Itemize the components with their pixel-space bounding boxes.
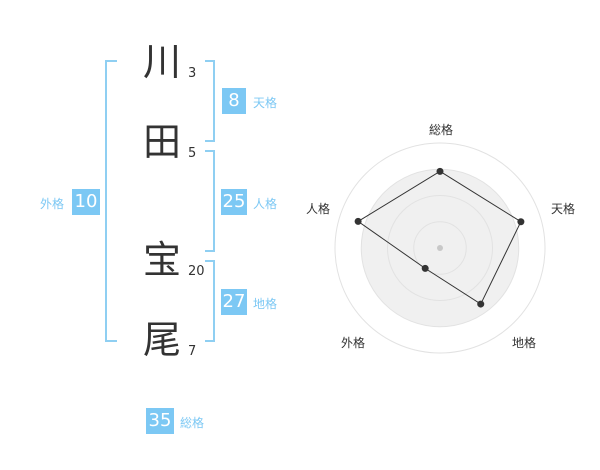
radar-point-5: [354, 217, 362, 225]
soukaku-value-badge: 35: [146, 408, 174, 434]
radar-axis-label-tenkaku: 天格: [551, 201, 575, 216]
gaikaku-label: 外格: [40, 197, 65, 211]
chikaku-label: 地格: [253, 297, 278, 311]
jinkaku-bracket: [205, 150, 215, 252]
radar-point-4: [421, 264, 429, 272]
stroke-count-4: 7: [188, 344, 197, 359]
name-char-4: 尾: [142, 318, 181, 362]
radar-axis-label-gaikaku: 外格: [341, 335, 365, 350]
tenkaku-bracket: [205, 60, 215, 142]
radar-center-dot: [437, 245, 443, 251]
radar-axis-label-jinkaku: 人格: [306, 201, 330, 216]
radar-point-2: [517, 218, 525, 226]
tenkaku-value-badge: 8: [222, 88, 246, 114]
jinkaku-value-badge: 25: [221, 189, 247, 215]
tenkaku-label: 天格: [253, 96, 278, 110]
name-char-3: 宝: [142, 238, 181, 282]
radar-ring-4: [334, 142, 546, 354]
radar-points: [354, 167, 525, 308]
stroke-count-1: 3: [188, 66, 197, 81]
radar-point-3: [477, 300, 485, 308]
stroke-count-3: 20: [188, 264, 205, 279]
chikaku-bracket: [205, 260, 215, 342]
radar-axis-label-soukaku: 総格: [429, 122, 453, 137]
name-char-1: 川: [142, 40, 181, 84]
name-char-2: 田: [142, 120, 181, 164]
stroke-count-2: 5: [188, 146, 197, 161]
soukaku-label: 総格: [180, 416, 205, 430]
radar-ring-2: [387, 195, 493, 301]
gaikaku-value-badge: 10: [72, 189, 100, 215]
radar-point-1: [436, 167, 444, 175]
radar-axis-label-chikaku: 地格: [512, 335, 536, 350]
chikaku-value-badge: 27: [221, 289, 247, 315]
radar-data-polygon: [357, 170, 522, 305]
gaikaku-bracket: [105, 60, 117, 342]
jinkaku-label: 人格: [253, 197, 278, 211]
radar-ring-1: [413, 221, 467, 275]
